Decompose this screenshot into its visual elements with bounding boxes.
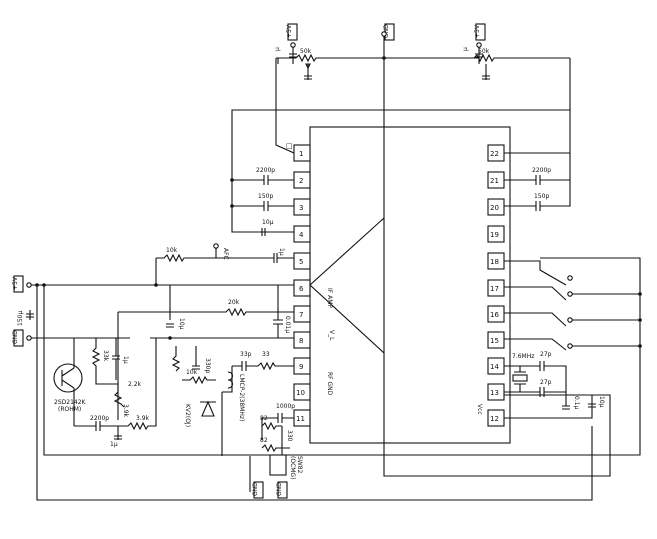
pot-left-value: 50k bbox=[300, 48, 312, 55]
ic-rf-gnd-label: RF GND bbox=[326, 372, 333, 396]
left-cap-ladder: 2200p 150p 10μ bbox=[230, 130, 294, 236]
base-network: 33k 1μ 2.2k 3.9k bbox=[91, 338, 142, 418]
pin-14: 14 bbox=[490, 363, 499, 371]
pin-10: 10 bbox=[296, 389, 305, 397]
pin-7: 7 bbox=[299, 311, 303, 319]
res-82-bottom-label: 82 bbox=[260, 437, 268, 444]
ic-vcc-label: Vcc bbox=[476, 404, 483, 415]
cap-27p-bottom-label: 27p bbox=[540, 379, 552, 386]
pin-20: 20 bbox=[490, 204, 499, 212]
cap-150p-left-label: 150p bbox=[258, 193, 273, 200]
top-left-cap-label: μ bbox=[274, 47, 281, 51]
crystal-label: 7.6MHz bbox=[512, 353, 534, 360]
crystal-network: 7.6MHz 27p 27p 0.1μ 10μ bbox=[504, 351, 605, 419]
top-center-gnd-tag: GND bbox=[383, 24, 390, 38]
sw-label-2: (OCMG) bbox=[289, 456, 296, 479]
left-pins: 1 2 3 4 5 6 7 8 9 10 11 bbox=[293, 144, 311, 427]
res-330-label: 330 bbox=[286, 430, 293, 442]
varicap-label: KV2(OJ) bbox=[184, 404, 191, 427]
pin-6: 6 bbox=[299, 285, 304, 293]
cap-330p-label: 330p bbox=[204, 358, 211, 373]
pin-17: 17 bbox=[490, 285, 499, 293]
pin-8: 8 bbox=[299, 337, 303, 345]
res-2-2k-label: 2.2k bbox=[128, 381, 142, 388]
pin-13: 13 bbox=[490, 389, 499, 397]
pin9-network: 33p 33 LMCP-2(38MHz) bbox=[222, 351, 294, 421]
right-pins: 22 21 20 19 18 17 16 15 14 13 12 bbox=[487, 144, 505, 427]
transistor: 2SD2142K (ROHM) bbox=[53, 338, 87, 426]
res-20k-label: 20k bbox=[228, 299, 240, 306]
vcc-cap-label: 10μ bbox=[598, 396, 605, 408]
afc-label: AFC bbox=[222, 248, 229, 260]
right-cap-ladder: 2200p 150p bbox=[504, 153, 571, 211]
cap-150p-right-label: 150p bbox=[534, 193, 549, 200]
cap-10u-mid-label: 10μ bbox=[178, 318, 185, 330]
cap-0-01u-label: 0.01μ bbox=[284, 316, 291, 333]
cap-2200p-right-label: 2200p bbox=[532, 167, 551, 174]
res-3-9k-bottom-label: 3.9k bbox=[136, 415, 150, 422]
pin-9: 9 bbox=[299, 363, 303, 371]
pin11-network: 1000p 82 82 330 SW82 (OCMG) bbox=[249, 403, 303, 492]
cap-0-1u-label: 0.1μ bbox=[573, 396, 580, 410]
res-33-label: 33 bbox=[262, 351, 270, 358]
pin-1: 1 bbox=[299, 150, 303, 158]
pin-5: 5 bbox=[299, 258, 303, 266]
ic-body bbox=[309, 126, 511, 444]
pin-19: 19 bbox=[490, 231, 499, 239]
cap-1000p-label: 1000p bbox=[276, 403, 295, 410]
ic-vl-label: V_L bbox=[328, 330, 335, 341]
bottom-terminals: GND GND bbox=[252, 481, 288, 499]
cap-27p-top-label: 27p bbox=[540, 351, 552, 358]
transistor-maker: (ROHM) bbox=[58, 406, 81, 413]
pot-right-value: 50k bbox=[478, 48, 490, 55]
ic-amp-label: IF AMP bbox=[326, 288, 333, 308]
top-right-cap-label: μ bbox=[462, 47, 469, 51]
pin-16: 16 bbox=[490, 311, 499, 319]
pin8-network: 0.01μ 10μ bbox=[150, 285, 294, 340]
cap-2200p-top-label: 2200p bbox=[256, 167, 275, 174]
pot-left: 50k bbox=[275, 48, 384, 154]
top-center-gnd: GND bbox=[381, 23, 395, 218]
pin-21: 21 bbox=[490, 177, 499, 185]
cap-10u-label: 10μ bbox=[262, 219, 274, 226]
cap-33p-label: 33p bbox=[240, 351, 252, 358]
res-82-top-label: 82 bbox=[260, 415, 268, 422]
right-switch-bank bbox=[383, 257, 642, 477]
base-cap-label: 1μ bbox=[122, 356, 129, 364]
left-top-tag: +5V bbox=[12, 276, 19, 290]
cap-150u-left-label: 150μ bbox=[17, 311, 24, 326]
coil-label: LMCP-2(38MHz) bbox=[238, 374, 245, 421]
res-33k-label: 33k bbox=[102, 350, 109, 362]
pin5-cap-label: 1μ bbox=[278, 248, 285, 256]
transistor-part: 2SD2142K bbox=[54, 399, 87, 406]
pin-4: 4 bbox=[299, 231, 304, 239]
sw-label: SW82 bbox=[296, 456, 303, 474]
bottom-left-gnd-tag: GND bbox=[252, 482, 259, 496]
pin-2: 2 bbox=[299, 177, 303, 185]
cap-2200p-bottom-label: 2200p bbox=[90, 415, 109, 422]
bottom-center-gnd-tag: GND bbox=[276, 482, 283, 496]
pin-12: 12 bbox=[490, 415, 499, 423]
pin5-network: 10k AFC 1μ bbox=[154, 243, 294, 287]
if-amp-triangle bbox=[309, 216, 385, 355]
bottom-emitter-network: 2200p 3.9k 1μ bbox=[74, 338, 157, 448]
pin-11: 11 bbox=[296, 415, 305, 423]
top-right-supply-tag: +5V bbox=[474, 24, 481, 38]
varicap-network: 10k KV2(OJ) 330p bbox=[171, 346, 223, 456]
pin-3: 3 bbox=[299, 204, 303, 212]
left-mid-tag: GND bbox=[12, 330, 19, 344]
res-10k-mid-label: 10k bbox=[186, 369, 198, 376]
pin-22: 22 bbox=[490, 150, 499, 158]
res-10k-top-label: 10k bbox=[166, 247, 178, 254]
pot-right: 50k bbox=[231, 48, 571, 154]
pin-15: 15 bbox=[490, 337, 499, 345]
pin-18: 18 bbox=[490, 258, 499, 266]
ic-gnd-mark: □ bbox=[286, 142, 293, 150]
top-left-supply-tag: +5V bbox=[286, 24, 293, 38]
res-3-9k-label: 3.9k bbox=[122, 404, 129, 418]
cap-bottom-label: 1μ bbox=[110, 441, 118, 448]
